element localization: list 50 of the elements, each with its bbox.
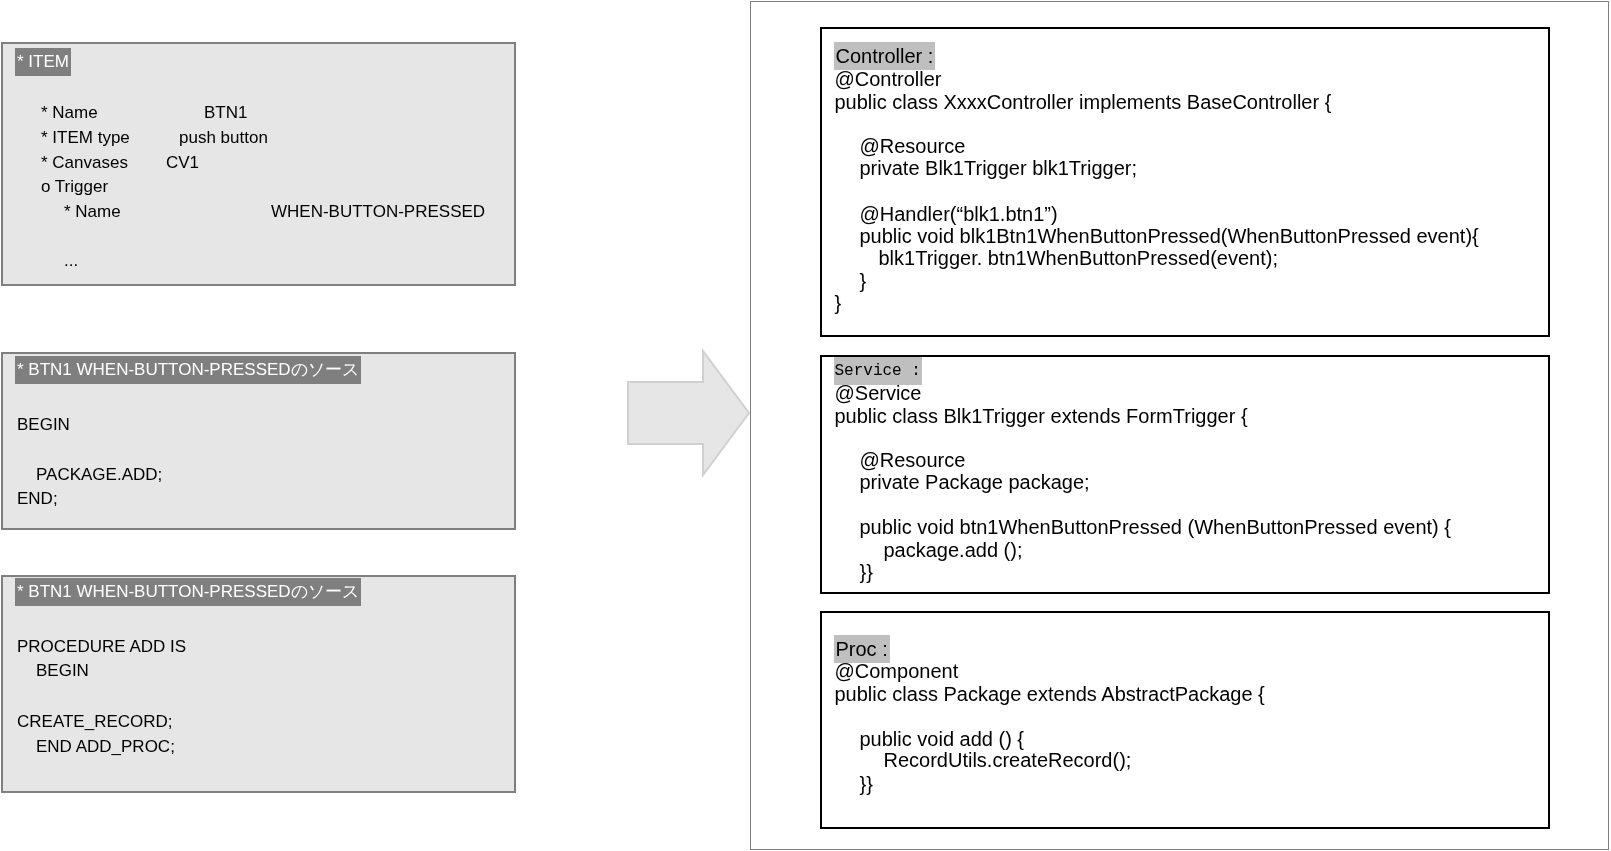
code-box [819,26,1550,337]
code-line: public void blk1Btn1WhenButtonPressed(WhenButtonPressed event){ [859,224,1479,247]
code-line: public class XxxxController implements BaseController { [834,90,1332,113]
code-line: END ADD_PROC; [36,736,175,758]
code-line: CV1 [166,152,200,174]
code-line: } [834,291,842,314]
code-line: * Name [64,201,121,223]
code-line: }} [859,772,873,795]
code-box [819,354,1550,594]
code-line: END; [17,488,58,510]
highlighted-heading: * BTN1 WHEN-BUTTON-PRESSEDのソース [15,356,361,384]
highlighted-heading: * ITEM [15,48,71,76]
note-panel [1,575,516,793]
code-line: blk1Trigger. btn1WhenButtonPressed(event); [878,246,1278,269]
code-line: public class Blk1Trigger extends FormTrigger { [834,404,1248,427]
highlighted-heading: Controller : [833,41,936,70]
code-line: BEGIN [36,660,89,682]
highlighted-heading: Proc : [833,634,890,663]
code-line: @Controller [834,68,942,90]
code-line: public void add () { [859,727,1025,750]
code-line: PROCEDURE ADD IS [17,636,187,658]
code-line: CREATE_RECORD; [17,711,173,733]
highlighted-heading: Service : [833,357,922,385]
code-line: private Package package; [859,470,1090,493]
code-line: WHEN-BUTTON-PRESSED [271,201,486,223]
code-line: push button [179,127,268,149]
code-line: @Handler(“blk1.btn1”) [859,202,1058,225]
code-box [819,610,1550,829]
code-line: } [859,269,867,292]
code-line: public void btn1WhenButtonPressed (WhenButtonPressed event) { [859,515,1451,538]
code-line: BEGIN [17,414,70,436]
code-line: * Canvases [41,152,128,174]
code-line: @Resource [859,134,966,157]
code-line: }} [859,560,873,583]
code-line: ... [64,250,79,272]
code-line: public class Package extends AbstractPackage { [834,682,1265,705]
code-line: RecordUtils.createRecord(); [883,749,1132,771]
container-frame [750,1,1609,850]
code-line: o Trigger [41,176,109,198]
note-panel [1,352,516,530]
code-line: PACKAGE.ADD; [36,464,163,486]
code-line: package.add (); [883,538,1023,561]
block-arrow [627,347,751,479]
code-line: @Resource [859,449,966,471]
code-line: * ITEM type [41,127,130,149]
code-line: private Blk1Trigger blk1Trigger; [859,157,1137,179]
note-panel [1,42,516,286]
highlighted-heading: * BTN1 WHEN-BUTTON-PRESSEDのソース [15,578,361,606]
code-line: BTN1 [204,102,248,124]
code-line: * Name [41,102,98,124]
